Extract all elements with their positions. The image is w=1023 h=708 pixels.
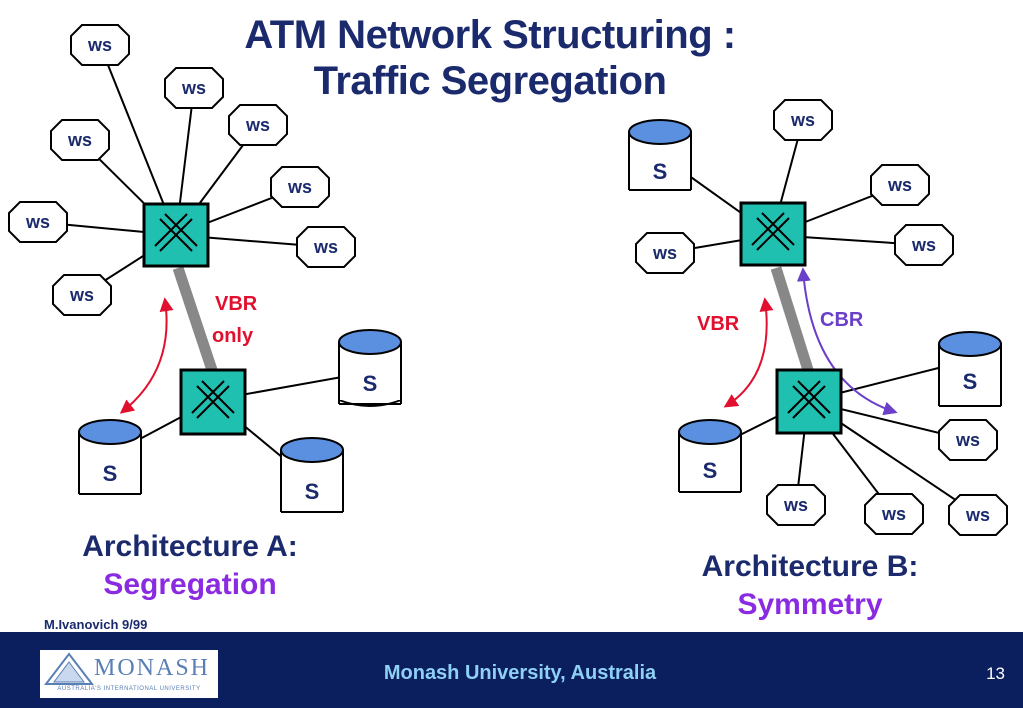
arch-b-caption: Architecture B: Symmetry <box>660 548 960 624</box>
ws-node: ws <box>8 201 68 243</box>
arch-b-caption-title: Architecture B: <box>701 550 919 583</box>
footer-bar: MONASH AUSTRALIA'S INTERNATIONAL UNIVERS… <box>0 632 1023 708</box>
ws-node: ws <box>635 232 695 274</box>
title-line-1: ATM Network Structuring : <box>244 13 736 57</box>
ws-node: ws <box>50 119 110 161</box>
arch-a-caption-subtitle: Segregation <box>103 568 277 601</box>
arch-a-trunk-link <box>172 266 218 372</box>
svg-text:ws: ws <box>25 212 50 232</box>
arch-b-vbr-label: VBR <box>697 313 740 335</box>
svg-text:ws: ws <box>911 235 936 255</box>
ws-node: ws <box>773 99 833 141</box>
ws-node: ws <box>948 494 1008 536</box>
svg-text:S: S <box>963 369 978 394</box>
arch-a-only-label: only <box>212 325 254 347</box>
svg-text:ws: ws <box>652 243 677 263</box>
server-node: S <box>338 329 402 407</box>
arch-a-vbr-label: VBR <box>215 293 258 315</box>
ws-node: ws <box>864 493 924 535</box>
ws-node: ws <box>52 274 112 316</box>
arch-b-switch-top <box>739 201 807 267</box>
ws-node: ws <box>228 104 288 146</box>
svg-text:ws: ws <box>245 115 270 135</box>
svg-text:S: S <box>363 371 378 396</box>
arch-b-cbr-arrow <box>796 267 898 416</box>
arch-b-vbr-arrow <box>723 297 774 408</box>
monash-logo: MONASH AUSTRALIA'S INTERNATIONAL UNIVERS… <box>40 650 218 698</box>
server-node: S <box>628 119 692 191</box>
svg-text:ws: ws <box>87 35 112 55</box>
svg-text:ws: ws <box>287 177 312 197</box>
ws-node: ws <box>870 164 930 206</box>
logo-tagline: AUSTRALIA'S INTERNATIONAL UNIVERSITY <box>57 686 201 692</box>
arch-b-switch-bottom <box>775 368 843 435</box>
logo-roof-icon <box>44 652 94 685</box>
arch-a-switch-top <box>142 202 210 268</box>
svg-text:ws: ws <box>955 430 980 450</box>
arch-a-caption: Architecture A: Segregation <box>40 528 340 604</box>
server-node: S <box>938 331 1002 407</box>
ws-node: ws <box>270 166 330 208</box>
server-node: S <box>678 419 742 493</box>
arch-b-cbr-label: CBR <box>820 309 864 331</box>
svg-text:ws: ws <box>67 130 92 150</box>
ws-node: ws <box>164 67 224 109</box>
title-line-2: Traffic Segregation <box>313 59 667 103</box>
ws-node: ws <box>766 484 826 526</box>
svg-text:ws: ws <box>881 504 906 524</box>
arch-b-trunk-link <box>770 266 814 372</box>
network-diagram: VBR only ws ws ws ws ws ws <box>8 24 1008 536</box>
svg-text:ws: ws <box>313 237 338 257</box>
svg-text:S: S <box>653 159 668 184</box>
svg-text:ws: ws <box>790 110 815 130</box>
svg-text:ws: ws <box>887 175 912 195</box>
ws-node: ws <box>938 419 998 461</box>
svg-text:ws: ws <box>181 78 206 98</box>
logo-name: MONASH <box>94 655 211 681</box>
svg-text:ws: ws <box>69 285 94 305</box>
server-node: S <box>280 437 344 513</box>
page-number: 13 <box>986 664 1005 683</box>
svg-text:S: S <box>703 458 718 483</box>
svg-text:ws: ws <box>783 495 808 515</box>
ws-node: ws <box>70 24 130 66</box>
footer-university: Monash University, Australia <box>383 662 657 684</box>
svg-text:S: S <box>305 479 320 504</box>
ws-node: ws <box>894 224 954 266</box>
arch-a-vbr-arrow <box>119 297 174 414</box>
slide-title: ATM Network Structuring : Traffic Segreg… <box>210 12 770 104</box>
author-credit: M.Ivanovich 9/99 <box>44 617 148 632</box>
svg-text:S: S <box>103 461 118 486</box>
arch-a-switch-bottom <box>179 368 247 436</box>
arch-b-caption-subtitle: Symmetry <box>737 588 883 621</box>
server-node: S <box>78 419 142 495</box>
svg-text:ws: ws <box>965 505 990 525</box>
ws-node: ws <box>296 226 356 268</box>
arch-a-caption-title: Architecture A: <box>82 530 298 563</box>
